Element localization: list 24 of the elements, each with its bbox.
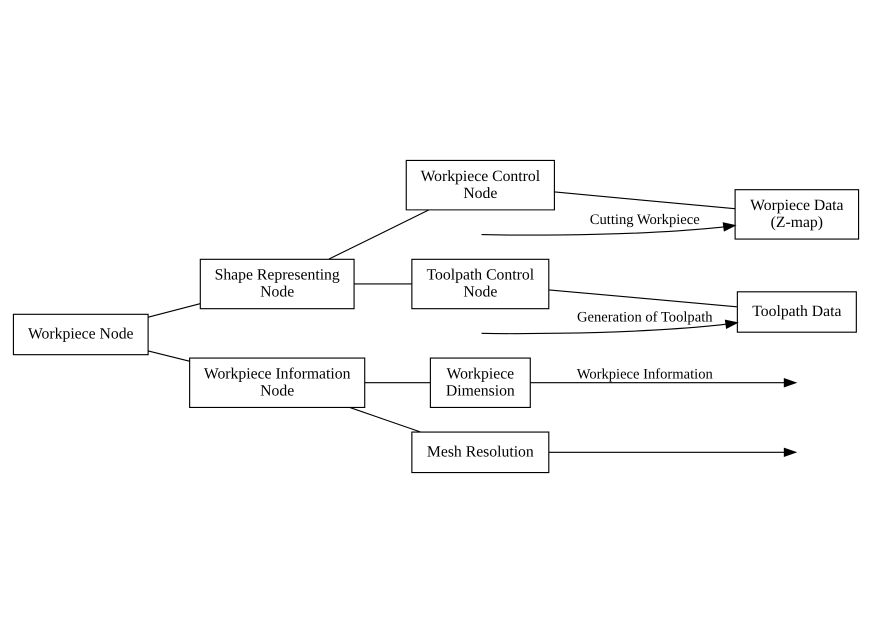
connector — [148, 350, 190, 362]
connector — [554, 191, 736, 210]
connector — [364, 382, 430, 384]
node-box: Mesh Resolution — [411, 432, 550, 474]
node-box: Workpiece Control Node — [406, 160, 555, 210]
arrow — [482, 222, 737, 236]
node-box: Workpiece Information Node — [189, 357, 366, 408]
connector — [548, 289, 737, 308]
edge-label: Cutting Workpiece — [590, 212, 700, 228]
node-box: Workpiece Dimension — [430, 357, 531, 408]
node-box: Shape Representing Node — [200, 258, 355, 310]
arrow — [548, 448, 798, 458]
arrow — [482, 320, 739, 334]
node-box: Toolpath Control Node — [411, 258, 550, 310]
connector — [328, 209, 430, 260]
edge-label: Workpiece Information — [576, 366, 713, 383]
connector — [148, 303, 200, 318]
edge-label: Generation of Toolpath — [576, 309, 713, 326]
node-box: Toolpath Data — [736, 291, 857, 333]
connector — [350, 406, 421, 433]
node-box: Workpiece Node — [12, 314, 149, 356]
arrow — [530, 378, 798, 388]
node-box: Worpiece Data (Z-map) — [734, 189, 860, 240]
connector — [354, 283, 412, 284]
